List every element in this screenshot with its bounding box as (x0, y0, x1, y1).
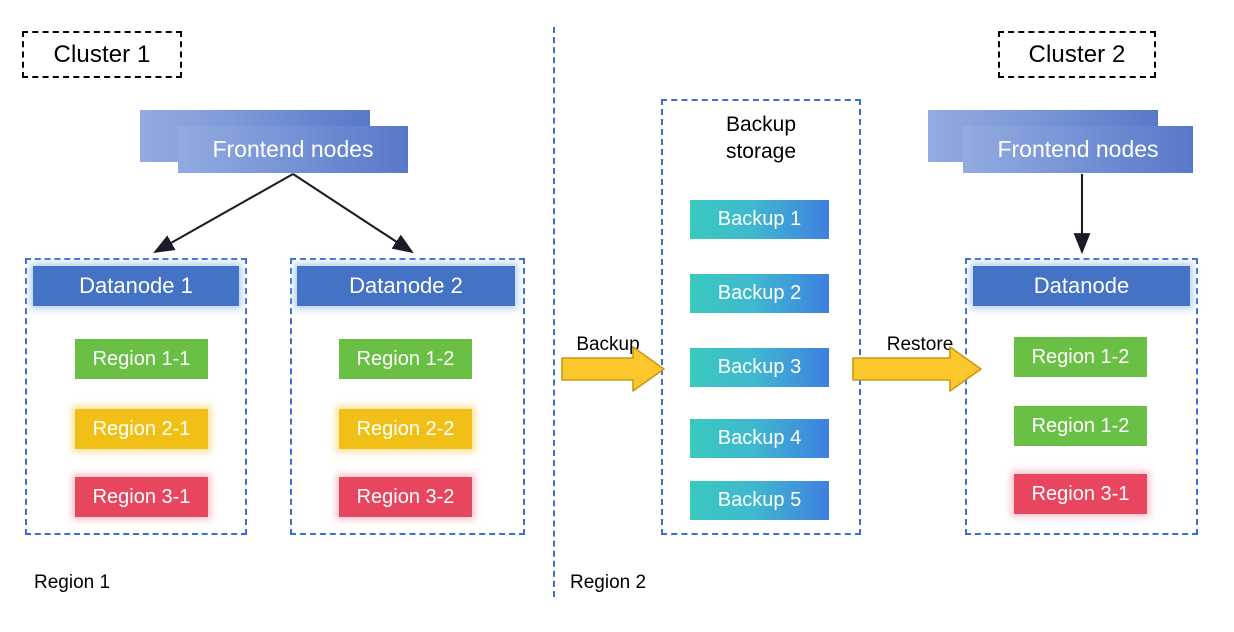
datanode-1-region-2[interactable]: Region 2-1 (75, 409, 208, 449)
backup-item-3-label: Backup 3 (717, 356, 802, 378)
frontend-nodes-left[interactable]: Frontend nodes (178, 126, 408, 173)
datanode-1-region-3[interactable]: Region 3-1 (75, 477, 208, 517)
frontend-nodes-left-label: Frontend nodes (212, 136, 374, 162)
backup-item-5[interactable]: Backup 5 (690, 481, 829, 520)
datanode-right-header[interactable]: Datanode (973, 266, 1190, 306)
region-divider (553, 27, 555, 597)
region-1-caption: Region 1 (34, 572, 111, 593)
datanode-1-title: Datanode 1 (79, 273, 193, 298)
datanode-2-region-1-label: Region 1-2 (356, 347, 455, 370)
datanode-1-group (25, 258, 247, 535)
backup-item-2[interactable]: Backup 2 (690, 274, 829, 313)
backup-item-4-label: Backup 4 (717, 427, 802, 449)
datanode-2-region-3-label: Region 3-2 (356, 485, 455, 508)
frontend-nodes-right[interactable]: Frontend nodes (963, 126, 1193, 173)
datanode-right-region-2-label: Region 1-2 (1031, 414, 1130, 437)
datanode-right-region-2[interactable]: Region 1-2 (1014, 406, 1147, 446)
cluster-1-label: Cluster 1 (53, 40, 151, 68)
datanode-1-region-1-label: Region 1-1 (92, 347, 191, 370)
backup-item-5-label: Backup 5 (717, 489, 802, 511)
cluster-1-label-chip: Cluster 1 (22, 31, 182, 78)
datanode-2-region-1[interactable]: Region 1-2 (339, 339, 472, 379)
frontend-nodes-right-label: Frontend nodes (997, 136, 1159, 162)
datanode-2-title: Datanode 2 (349, 273, 463, 298)
datanode-right-region-3[interactable]: Region 3-1 (1014, 474, 1147, 514)
restore-flow-label: Restore (886, 334, 954, 355)
datanode-right-region-1-label: Region 1-2 (1031, 345, 1130, 368)
arrow-frontend-to-datanode-1 (153, 173, 294, 254)
datanode-1-region-2-label: Region 2-1 (92, 417, 191, 440)
datanode-right-region-3-label: Region 3-1 (1031, 482, 1130, 505)
cluster-2-label-chip: Cluster 2 (998, 31, 1156, 78)
backup-item-3[interactable]: Backup 3 (690, 348, 829, 387)
backup-flow-label: Backup (576, 334, 640, 355)
datanode-2-header[interactable]: Datanode 2 (297, 266, 515, 306)
datanode-2-group (290, 258, 525, 535)
backup-item-4[interactable]: Backup 4 (690, 419, 829, 458)
datanode-right-title: Datanode (1033, 273, 1130, 298)
datanode-2-region-3[interactable]: Region 3-2 (339, 477, 472, 517)
backup-item-1-label: Backup 1 (717, 208, 802, 230)
backup-item-2-label: Backup 2 (717, 282, 802, 304)
datanode-1-region-3-label: Region 3-1 (92, 485, 191, 508)
datanode-right-region-1[interactable]: Region 1-2 (1014, 337, 1147, 377)
datanode-1-header[interactable]: Datanode 1 (33, 266, 239, 306)
datanode-2-region-2[interactable]: Region 2-2 (339, 409, 472, 449)
datanode-2-region-2-label: Region 2-2 (356, 417, 455, 440)
datanode-right-group (965, 258, 1198, 535)
cluster-2-label: Cluster 2 (1028, 40, 1126, 68)
backup-storage-group (661, 99, 861, 535)
arrow-frontend-to-datanode-2 (292, 173, 414, 254)
datanode-1-region-1[interactable]: Region 1-1 (75, 339, 208, 379)
backup-item-1[interactable]: Backup 1 (690, 200, 829, 239)
backup-storage-title: Backup storage (725, 113, 797, 163)
region-2-caption: Region 2 (570, 572, 647, 593)
